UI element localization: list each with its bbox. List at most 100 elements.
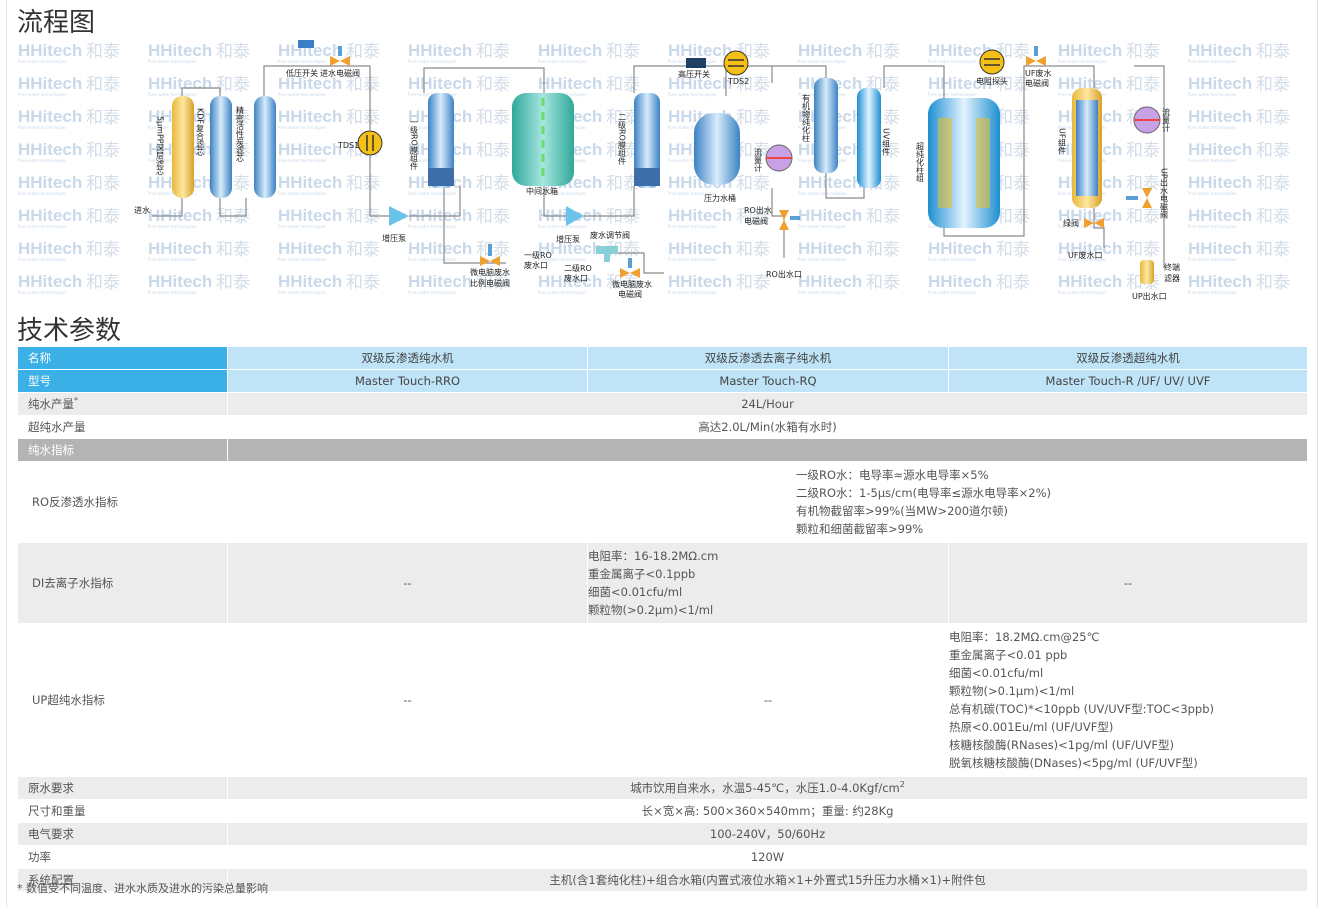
watermark-cn: 和泰 xyxy=(1256,75,1290,95)
watermark-sub: Pure water technologies xyxy=(538,290,586,295)
label-filter3: 精密活性炭滤芯 xyxy=(236,105,245,162)
di-index-lines: 电阻率：16-18.2MΩ.cm 重金属离子<0.1ppb 细菌<0.01cfu… xyxy=(588,543,948,623)
watermark-sub: Pure water technologies xyxy=(1188,257,1236,262)
label-mid-tank: 中间水箱 xyxy=(526,186,558,196)
size-weight-value: 长×宽×高: 500×360×540mm；重量: 约28Kg xyxy=(227,799,1308,823)
label-ro1-drain-b: 废水口 xyxy=(524,260,548,270)
watermark-en: HHitech xyxy=(928,239,992,258)
watermark-sub: Pure water technologies xyxy=(278,158,326,163)
tds1-probe xyxy=(357,130,383,156)
power-value: 120W xyxy=(227,845,1308,869)
watermark-en: HHitech xyxy=(278,206,342,225)
watermark-sub: Pure water technologies xyxy=(278,290,326,295)
watermark-cn: 和泰 xyxy=(736,240,770,260)
label-ultra-column: 超纯化柱组 xyxy=(916,141,925,182)
watermark-sub: Pure water technologies xyxy=(148,59,196,64)
label-uf-drain: UF废水口 xyxy=(1068,250,1102,260)
watermark-sub: Pure water technologies xyxy=(668,290,716,295)
tds2-probe xyxy=(723,50,749,76)
watermark-cn: 和泰 xyxy=(86,141,120,161)
flow-meter-1 xyxy=(765,144,793,172)
watermark-en: HHitech xyxy=(668,41,732,60)
watermark-cn: 和泰 xyxy=(346,207,380,227)
watermark-cn: 和泰 xyxy=(476,273,510,293)
watermark-cn: 和泰 xyxy=(1256,207,1290,227)
di-index-line: 颗粒物(>0.2μm)<1/ml xyxy=(588,603,714,617)
watermark-sub: Pure water technologies xyxy=(1188,92,1236,97)
watermark-sub: Pure water technologies xyxy=(18,59,66,64)
watermark-en: HHitech xyxy=(798,173,862,192)
watermark-sub: Pure water technologies xyxy=(408,191,456,196)
watermark-cn: 和泰 xyxy=(736,108,770,128)
watermark-sub: Pure water technologies xyxy=(278,125,326,130)
watermark-en: HHitech xyxy=(278,41,342,60)
up-index-line: 总有机碳(TOC)*<10ppb (UV/UVF型:TOC<3ppb) xyxy=(949,702,1215,716)
ro2-membrane xyxy=(634,93,660,188)
watermark-sub: Pure water technologies xyxy=(928,290,976,295)
flow-meter-2 xyxy=(1133,106,1161,134)
watermark-sub: Pure water technologies xyxy=(538,224,586,229)
label-ro1: 一级RO膜组件 xyxy=(410,118,419,171)
label-booster-pump-2: 增压泵 xyxy=(556,234,580,244)
watermark-sub: Pure water technologies xyxy=(668,158,716,163)
up-index-line: 细菌<0.01cfu/ml xyxy=(949,666,1044,680)
watermark-en: HHitech xyxy=(798,272,862,291)
watermark-cn: 和泰 xyxy=(476,108,510,128)
watermark-sub: Pure water technologies xyxy=(668,224,716,229)
row-config: 系统配置 主机(含1套纯化柱)+组合水箱(内置式液位水箱×1+外置式15升压力水… xyxy=(17,868,1308,892)
ro-out-valve xyxy=(779,210,800,230)
watermark-en: HHitech xyxy=(148,41,212,60)
watermark-en: HHitech xyxy=(1058,239,1122,258)
watermark-en: HHitech xyxy=(148,272,212,291)
watermark-cn: 和泰 xyxy=(1126,141,1160,161)
watermark-sub: Pure water technologies xyxy=(538,191,586,196)
watermark-en: HHitech xyxy=(1188,107,1252,126)
watermark-cn: 和泰 xyxy=(1126,42,1160,62)
up-index-line: 脱氧核糖核酸酶(DNases)<5pg/ml (UF/UVF型) xyxy=(949,756,1198,770)
label-micro-valve1-a: 微电脑废水 xyxy=(470,267,510,277)
watermark-cn: 和泰 xyxy=(476,141,510,161)
row-power: 功率 120W xyxy=(17,845,1308,869)
watermark-en: HHitech xyxy=(278,173,342,192)
row-di-index: DI去离子水指标 -- 电阻率：16-18.2MΩ.cm 重金属离子<0.1pp… xyxy=(17,542,1308,624)
label-filter1: 5μmPP深层滤芯 xyxy=(156,116,165,176)
watermark-cn: 和泰 xyxy=(866,240,900,260)
label-terminal-filter-b: 滤器 xyxy=(1164,273,1180,283)
spec-title: 技术参数 xyxy=(17,316,122,346)
ro-index-cell: 一级RO水：电导率≈源水电导率×5% 二级RO水：1-5μs/cm(电导率≤源水… xyxy=(227,461,1308,543)
watermark-cn: 和泰 xyxy=(996,174,1030,194)
watermark-en: HHitech xyxy=(278,140,342,159)
row-ultra-output: 超纯水产量 高达2.0L/Min(水箱有水时) xyxy=(17,415,1308,439)
label-inlet-valve: 进水电磁阀 xyxy=(320,68,360,78)
watermark-cn: 和泰 xyxy=(996,240,1030,260)
watermark-cn: 和泰 xyxy=(216,75,250,95)
watermark-cn: 和泰 xyxy=(346,42,380,62)
watermark-en: HHitech xyxy=(1058,41,1122,60)
watermark-cn: 和泰 xyxy=(606,42,640,62)
watermark-en: HHitech xyxy=(1188,140,1252,159)
watermark-cn: 和泰 xyxy=(1256,273,1290,293)
booster-pump-1 xyxy=(389,206,409,226)
watermark-en: HHitech xyxy=(408,239,472,258)
label-up-out: UP出水口 xyxy=(1132,291,1167,301)
row-pure-output: 纯水产量* 24L/Hour xyxy=(17,392,1308,416)
high-pressure-switch-shape xyxy=(686,58,706,68)
watermark-sub: Pure water technologies xyxy=(18,290,66,295)
config-label: 系统配置 xyxy=(17,868,228,892)
pure-output-label-cell: 纯水产量* xyxy=(17,392,228,416)
watermark-cn: 和泰 xyxy=(346,174,380,194)
watermark-sub: Pure water technologies xyxy=(1058,224,1106,229)
ro-index-lines: 一级RO水：电导率≈源水电导率×5% 二级RO水：1-5μs/cm(电导率≤源水… xyxy=(796,462,1307,542)
watermark-sub: Pure water technologies xyxy=(1188,158,1236,163)
config-value: 主机(含1套纯化柱)+组合水箱(内置式液位水箱×1+外置式15升压力水桶×1)+… xyxy=(227,868,1308,892)
watermark-cn: 和泰 xyxy=(996,141,1030,161)
label-booster-pump-1: 增压泵 xyxy=(382,233,406,243)
watermark-sub: Pure water technologies xyxy=(668,191,716,196)
kdf-filter xyxy=(210,96,232,198)
watermark-cn: 和泰 xyxy=(476,240,510,260)
di-index-label: DI去离子水指标 xyxy=(17,542,228,624)
watermark-cn: 和泰 xyxy=(736,273,770,293)
watermark-cn: 和泰 xyxy=(346,75,380,95)
model-2: Master Touch-RQ xyxy=(587,369,949,393)
watermark-sub: Pure water technologies xyxy=(798,290,846,295)
